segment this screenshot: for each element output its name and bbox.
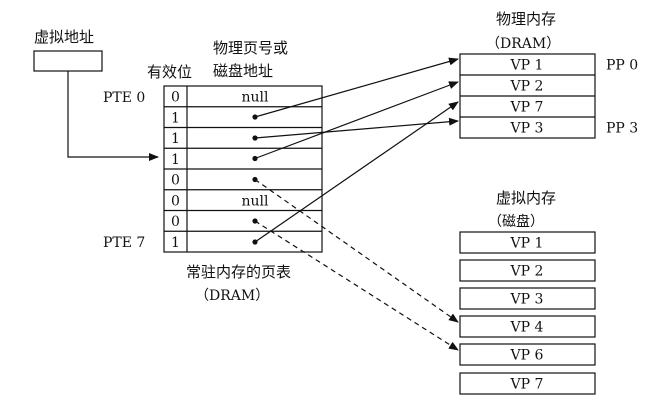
valid-bit-cell: 0 [171,173,180,189]
mapping-arrow-vp7 [254,101,459,243]
virtual-page-box [459,259,596,282]
virtual-page-box [459,372,596,395]
virtual-page-box [459,343,596,366]
physical-page: VP 1 [510,58,544,74]
address-cell: null [242,90,270,106]
physical-memory-title-line1: 物理内存 [496,10,556,28]
virtual-address-box [33,50,103,72]
physical-page: VP 2 [510,79,544,95]
pte-first-label: PTE 0 [103,90,145,106]
virtual-page: VP 3 [510,292,544,308]
mapping-arrow-vp1 [254,57,459,118]
pp-last-label: PP 3 [606,121,638,137]
valid-bit-cell: 1 [171,152,180,168]
virtual-address-arrow [67,71,159,161]
pte-last-label: PTE 7 [103,235,145,251]
valid-bit-cell: 0 [171,214,180,230]
page-table: 0 1 1 1 0 0 0 1 null null [163,85,323,253]
valid-bit-cell: 1 [171,235,180,251]
physical-memory-title-line2: （DRAM） [486,36,560,52]
virtual-memory-title-line1: 虚拟内存 [496,189,556,207]
valid-bit-cell: 1 [171,110,180,126]
virtual-page: VP 2 [510,264,544,280]
page-table-caption-line2: （DRAM） [195,288,269,304]
virtual-page-box [459,287,596,310]
virtual-memory-title-line2: （磁盘） [488,213,544,230]
virtual-page: VP 4 [510,320,544,336]
virtual-page-box [459,315,596,338]
disk-arrow-vp6 [254,220,459,351]
address-cell: null [242,193,270,209]
addr-header-line2: 磁盘地址 [213,62,273,80]
virtual-page-box [459,231,596,254]
virtual-page: VP 6 [510,348,544,364]
pp-first-label: PP 0 [606,58,638,74]
physical-page: VP 7 [510,100,544,116]
mapping-arrow-vp2 [254,117,459,139]
valid-bit-cell: 0 [171,193,180,209]
addr-header-line1: 物理页号或 [213,39,288,57]
physical-page: VP 3 [510,121,544,137]
valid-bit-cell: 0 [171,90,180,106]
virtual-address-label: 虚拟地址 [34,28,94,46]
valid-bit-cell: 1 [171,131,180,147]
page-table-caption-line1: 常驻内存的页表 [186,263,291,281]
physical-memory: VP 1 VP 2 VP 7 VP 3 [459,53,596,139]
mapping-arrow-vp3 [254,81,459,160]
valid-bit-header: 有效位 [147,63,192,81]
virtual-memory: VP 1 VP 2 VP 3 VP 4 VP 6 VP 7 [459,231,596,395]
virtual-page: VP 1 [510,236,544,252]
virtual-page: VP 7 [510,377,544,393]
